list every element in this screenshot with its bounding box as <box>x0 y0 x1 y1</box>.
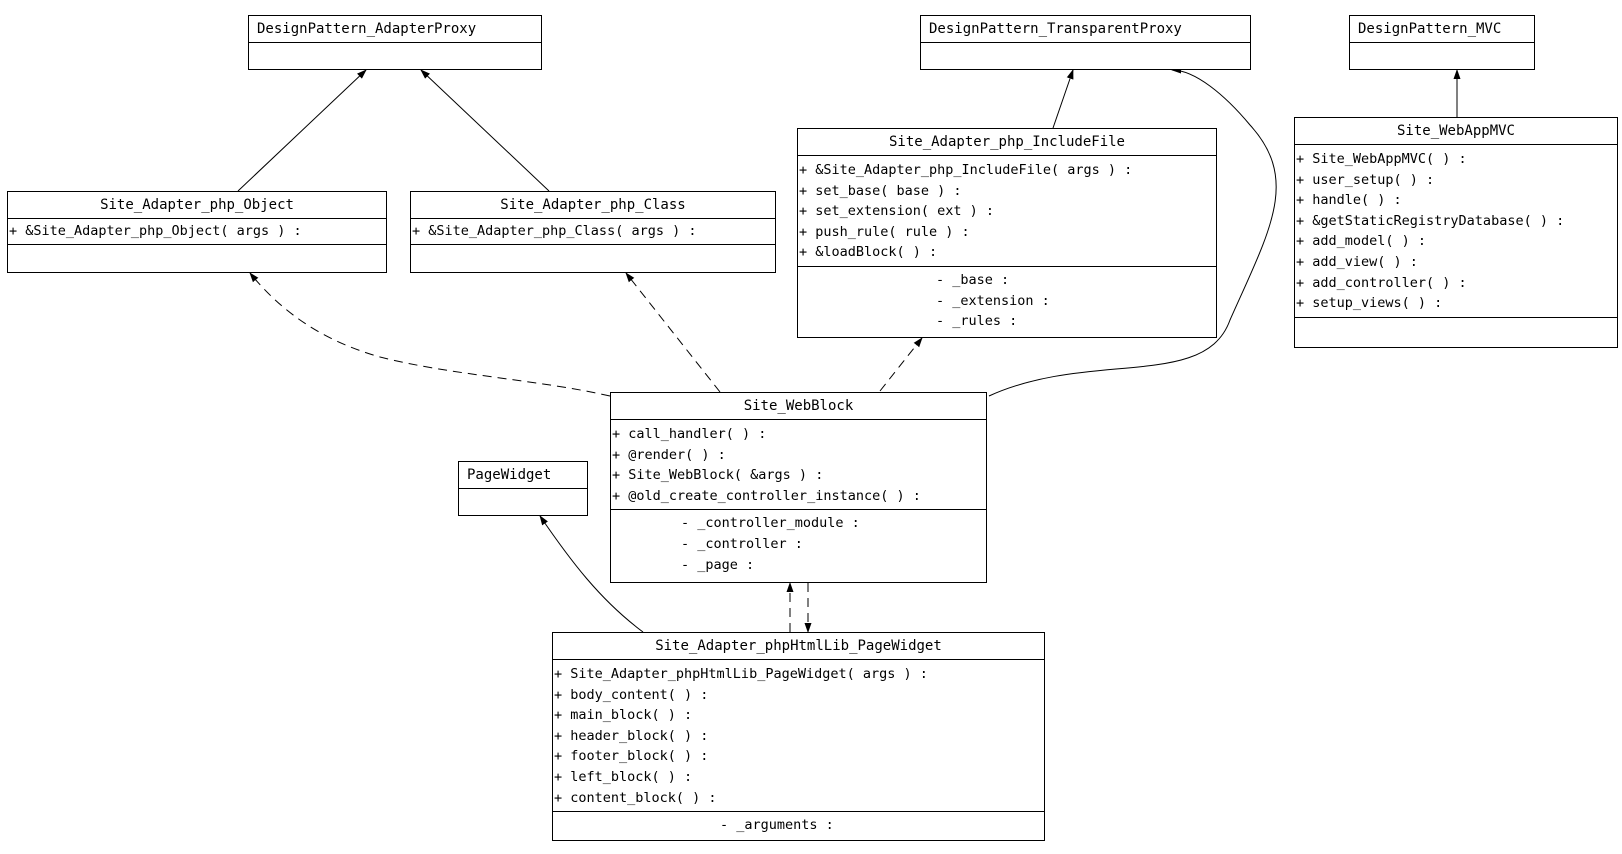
generalization-pagewidget-phphtmllib-to-pagewidget <box>539 515 644 633</box>
operations-section: + &Site_Adapter_php_Object( args ) : <box>8 219 386 245</box>
operation: + add_model( ) : <box>1296 233 1427 250</box>
operation: + user_setup( ) : <box>1296 171 1435 188</box>
generalization-class-to-adapterproxy <box>420 69 550 192</box>
class-designpattern-adapterproxy: DesignPattern_AdapterProxy <box>248 15 542 70</box>
operation: + &Site_Adapter_php_IncludeFile( args ) … <box>799 162 1133 178</box>
class-site-adapter-php-object: Site_Adapter_php_Object + &Site_Adapter_… <box>7 191 387 273</box>
operations-section: + &Site_Adapter_php_IncludeFile( args ) … <box>798 156 1216 267</box>
class-site-adapter-php-class: Site_Adapter_php_Class + &Site_Adapter_p… <box>410 191 776 273</box>
class-name: Site_Adapter_php_IncludeFile <box>798 129 1216 156</box>
operations-section: + Site_WebAppMVC( ) : + user_setup( ) : … <box>1295 145 1617 318</box>
class-name: Site_Adapter_php_Class <box>411 192 775 219</box>
operation: + &getStaticRegistryDatabase( ) : <box>1296 212 1565 229</box>
dependency-webblock-to-class <box>625 272 721 393</box>
attribute: - _base : <box>936 271 1010 288</box>
dependency-webblock-to-includefile <box>879 337 923 392</box>
operation: + set_extension( ext ) : <box>799 203 995 220</box>
operation: + header_block( ) : <box>554 727 709 744</box>
class-name: DesignPattern_MVC <box>1350 16 1534 43</box>
operation: + &Site_Adapter_php_Object( args ) : <box>9 223 302 239</box>
operation: + Site_Adapter_phpHtmlLib_PageWidget( ar… <box>554 666 928 682</box>
class-name: DesignPattern_AdapterProxy <box>249 16 541 43</box>
class-name: DesignPattern_TransparentProxy <box>921 16 1250 43</box>
attribute: - _rules : <box>936 313 1018 330</box>
operation: + Site_WebAppMVC( ) : <box>1296 151 1467 167</box>
operation: + left_block( ) : <box>554 768 693 785</box>
operation: + footer_block( ) : <box>554 748 709 765</box>
attribute: - _controller_module : <box>681 515 860 532</box>
class-site-adapter-php-includefile: Site_Adapter_php_IncludeFile + &Site_Ada… <box>797 128 1217 338</box>
class-site-adapter-phphtmllib-pagewidget: Site_Adapter_phpHtmlLib_PageWidget + Sit… <box>552 632 1045 841</box>
operation: + content_block( ) : <box>554 789 717 806</box>
class-name: Site_Adapter_php_Object <box>8 192 386 219</box>
generalization-object-to-adapterproxy <box>237 69 367 192</box>
operation: + &loadBlock( ) : <box>799 244 938 261</box>
class-pagewidget: PageWidget <box>458 461 588 516</box>
operations-section: + call_handler( ) : + @render( ) : + Sit… <box>611 420 986 511</box>
operation: + handle( ) : <box>1296 192 1402 209</box>
class-site-webappmvc: Site_WebAppMVC + Site_WebAppMVC( ) : + u… <box>1294 117 1618 348</box>
class-designpattern-mvc: DesignPattern_MVC <box>1349 15 1535 70</box>
operations-section: + Site_Adapter_phpHtmlLib_PageWidget( ar… <box>553 660 1044 813</box>
class-name: Site_WebAppMVC <box>1295 118 1617 145</box>
generalization-includefile-to-transparentproxy <box>1052 69 1074 129</box>
attribute: - _page : <box>681 556 755 573</box>
operation: + @render( ) : <box>612 446 726 463</box>
operation: + main_block( ) : <box>554 707 693 724</box>
dependency-webblock-to-object <box>249 272 611 397</box>
class-name: PageWidget <box>459 462 587 489</box>
class-name: Site_Adapter_phpHtmlLib_PageWidget <box>553 633 1044 660</box>
class-site-webblock: Site_WebBlock + call_handler( ) : + @ren… <box>610 392 987 583</box>
operation: + setup_views( ) : <box>1296 295 1443 312</box>
attribute: - _arguments : <box>720 817 834 834</box>
class-designpattern-transparentproxy: DesignPattern_TransparentProxy <box>920 15 1251 70</box>
attributes-section: - _controller_module : - _controller : -… <box>611 510 986 578</box>
operation: + &Site_Adapter_php_Class( args ) : <box>412 223 697 239</box>
generalization-webblock-to-transparentproxy <box>988 66 1277 397</box>
attributes-section: - _arguments : <box>553 812 1044 839</box>
operations-section: + &Site_Adapter_php_Class( args ) : <box>411 219 775 245</box>
operation: + set_base( base ) : <box>799 182 962 199</box>
operation: + body_content( ) : <box>554 686 709 703</box>
attribute: - _extension : <box>936 292 1050 309</box>
operation: + add_controller( ) : <box>1296 274 1467 291</box>
operation: + push_rule( rule ) : <box>799 223 970 240</box>
operation: + call_handler( ) : <box>612 426 767 442</box>
operation: + add_view( ) : <box>1296 253 1418 270</box>
attribute: - _controller : <box>681 535 803 552</box>
operation: + Site_WebBlock( &args ) : <box>612 467 824 484</box>
class-name: Site_WebBlock <box>611 393 986 420</box>
operation: + @old_create_controller_instance( ) : <box>612 487 921 504</box>
attributes-section: - _base : - _extension : - _rules : <box>798 267 1216 335</box>
